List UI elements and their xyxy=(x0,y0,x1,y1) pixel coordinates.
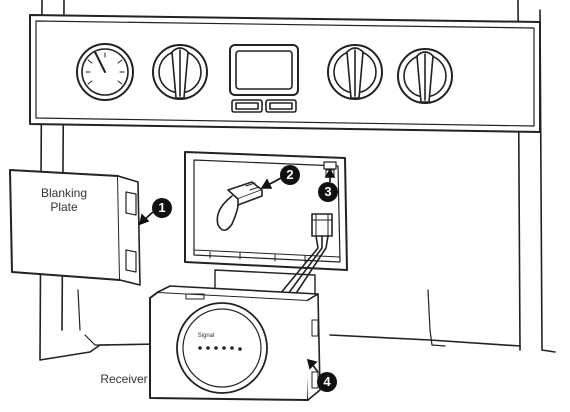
blanking-plate-label: Blanking Plate xyxy=(26,186,102,214)
control-knob-3 xyxy=(398,49,452,103)
control-knob-2 xyxy=(328,45,382,99)
signal-label: Signal xyxy=(194,333,218,340)
callout-badge-2: 2 xyxy=(280,165,300,185)
callout-badge-4: 4 xyxy=(317,372,337,392)
receiver-label: Receiver xyxy=(92,372,156,386)
callout-badge-1: 1 xyxy=(152,198,172,218)
receiver-unit xyxy=(150,286,320,400)
pressure-gauge xyxy=(77,44,133,100)
control-knob-1 xyxy=(153,45,207,99)
callout-badge-3: 3 xyxy=(318,182,338,202)
